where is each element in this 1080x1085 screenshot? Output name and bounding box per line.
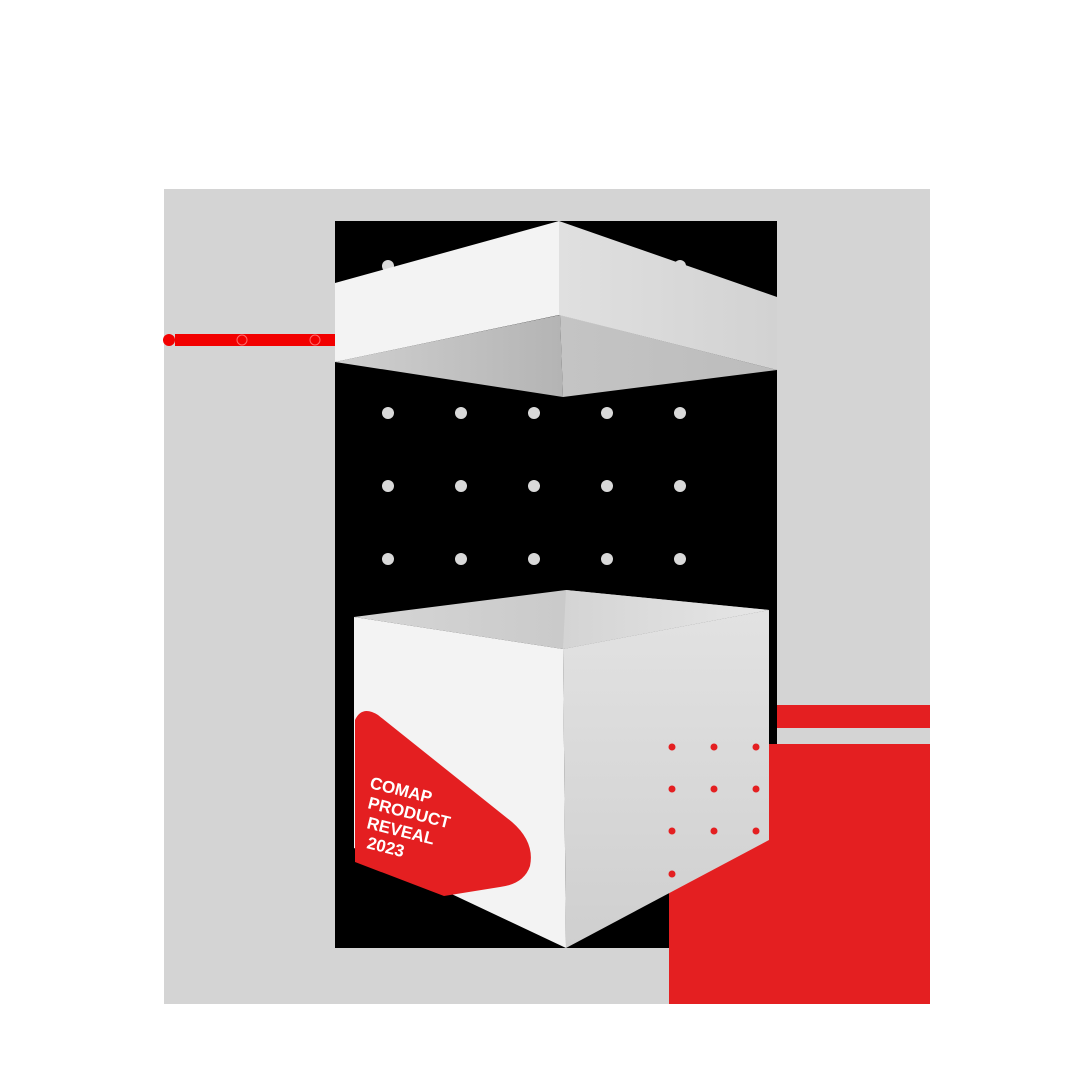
black-strip (769, 690, 777, 744)
timeline-dot-icon (163, 334, 175, 346)
box-label-badge: COMAP PRODUCT REVEAL 2023 (355, 711, 531, 896)
timeline-ring-icon (309, 334, 321, 346)
red-timeline-left (163, 334, 335, 346)
timeline-ring-icon (236, 334, 248, 346)
red-accent-bar-right (769, 705, 930, 728)
dot-grid-red (668, 743, 760, 878)
box-lid (335, 221, 777, 397)
